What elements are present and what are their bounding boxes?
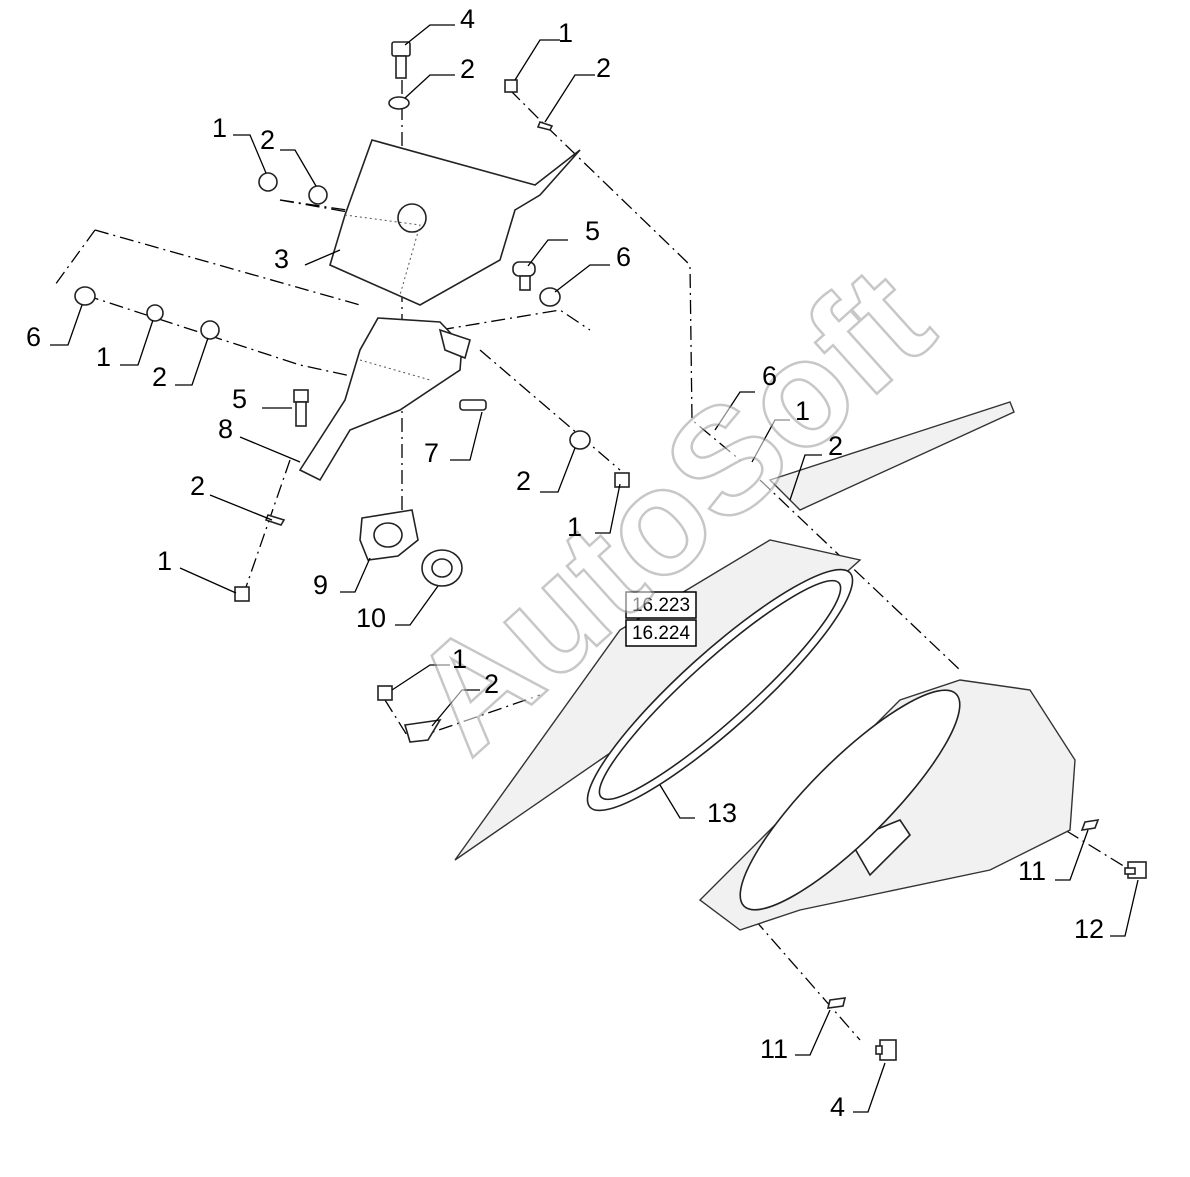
callout-label: 2 [460,54,475,84]
callout-numbers: 4 2 1 2 1 2 3 5 6 6 1 2 5 8 7 2 1 6 1 2 … [26,4,1104,1122]
cover-plate [329,139,581,306]
callout-label: 13 [707,798,737,828]
callout-label: 4 [830,1092,845,1122]
callout-label: 6 [762,361,777,391]
callout-label: 1 [558,18,573,48]
callout-label: 7 [424,438,439,468]
callout-label: 1 [96,342,111,372]
callout-label: 8 [218,414,233,444]
reference-box-16-223: 16.223 [625,591,697,619]
parts [74,41,1147,1061]
callout-label: 1 [567,512,582,542]
callout-label: 10 [356,603,386,633]
callout-label: 2 [596,53,611,83]
leader-lines [50,24,1139,1113]
callout-label: 4 [460,4,475,34]
callout-label: 2 [516,466,531,496]
callout-label: 1 [452,644,467,674]
callout-label: 1 [157,546,172,576]
callout-label: 5 [232,384,247,414]
callout-label: 12 [1074,914,1104,944]
callout-label: 1 [212,113,227,143]
reference-label: 16.223 [632,595,690,616]
reference-box-16-224: 16.224 [625,619,697,647]
callout-label: 11 [1018,856,1046,886]
callout-label: 2 [484,669,499,699]
washer-top-right [536,121,554,131]
callout-label: 9 [313,570,328,600]
callout-label: 2 [190,471,205,501]
callout-label: 5 [585,216,600,246]
callout-label: 1 [795,396,810,426]
callout-label: 2 [260,125,275,155]
nut-top-right [504,79,518,93]
callout-label: 2 [828,431,843,461]
reference-label: 16.224 [632,623,691,644]
callout-label: 6 [26,322,41,352]
callout-label: 2 [152,362,167,392]
bolt-top [391,41,411,79]
callout-label: 6 [616,242,631,272]
callout-label: 3 [274,244,289,274]
washer-top [388,96,410,110]
callout-label: 11 [760,1034,788,1064]
